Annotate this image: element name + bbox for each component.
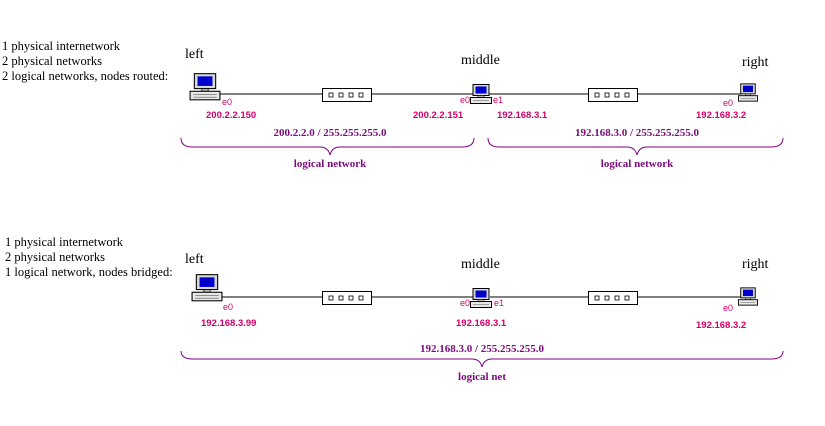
top-middle-e1: e1 [493, 95, 503, 105]
top-description-line-3: 2 logical networks, nodes routed: [2, 69, 168, 83]
top-description-line-1: 1 physical internetwork [2, 39, 121, 53]
top-node-right-label: right [742, 55, 769, 70]
top-left-ip: 200.2.2.150 [206, 110, 256, 121]
top-description-line-2: 2 physical networks [2, 54, 102, 68]
top-middle-e0: e0 [460, 95, 470, 105]
top-net2-brace [487, 137, 784, 156]
bottom-description-line-1: 1 physical internetwork [5, 235, 124, 249]
bottom-scenario: 1 physical internetwork 2 physical netwo… [5, 235, 784, 383]
top-net1-label: logical network [294, 158, 367, 170]
bottom-middle-e1: e1 [494, 298, 504, 308]
computer-icon [470, 84, 492, 104]
computer-icon [191, 274, 223, 302]
bottom-node-right-label: right [742, 257, 769, 272]
top-net1-subnet: 200.2.2.0 / 255.255.255.0 [273, 127, 387, 139]
bottom-middle-e0: e0 [460, 298, 470, 308]
top-right-ip: 192.168.3.2 [696, 110, 746, 121]
hub-icon [322, 291, 372, 305]
bottom-right-e0: e0 [723, 303, 733, 313]
top-right-e0: e0 [723, 98, 733, 108]
bottom-node-middle-label: middle [461, 257, 500, 272]
computer-icon [738, 287, 758, 306]
hub-icon [322, 88, 372, 102]
computer-icon [189, 73, 221, 101]
hub-icon [588, 88, 638, 102]
top-middle-e0-ip: 200.2.2.151 [413, 110, 464, 121]
top-net1-brace [180, 137, 475, 156]
bottom-left-e0: e0 [223, 302, 233, 312]
top-scenario: 1 physical internetwork 2 physical netwo… [2, 39, 784, 170]
bottom-left-ip: 192.168.3.99 [201, 318, 256, 329]
bottom-middle-ip: 192.168.3.1 [456, 318, 507, 329]
top-left-e0: e0 [222, 97, 232, 107]
bottom-description-line-2: 2 physical networks [5, 250, 105, 264]
bottom-description-line-3: 1 logical network, nodes bridged: [5, 265, 173, 279]
hub-icon [588, 291, 638, 305]
bottom-net-label: logical net [458, 371, 506, 383]
computer-icon [738, 83, 758, 102]
bottom-right-ip: 192.168.3.2 [696, 320, 746, 331]
top-node-middle-label: middle [461, 53, 500, 68]
bottom-net-subnet: 192.168.3.0 / 255.255.255.0 [420, 343, 545, 355]
bottom-net-brace [180, 350, 784, 368]
top-node-left-label: left [185, 47, 204, 62]
top-net2-subnet: 192.168.3.0 / 255.255.255.0 [575, 127, 700, 139]
top-net2-label: logical network [601, 158, 674, 170]
top-middle-e1-ip: 192.168.3.1 [497, 110, 548, 121]
bottom-node-left-label: left [185, 252, 204, 267]
computer-icon [470, 288, 492, 308]
